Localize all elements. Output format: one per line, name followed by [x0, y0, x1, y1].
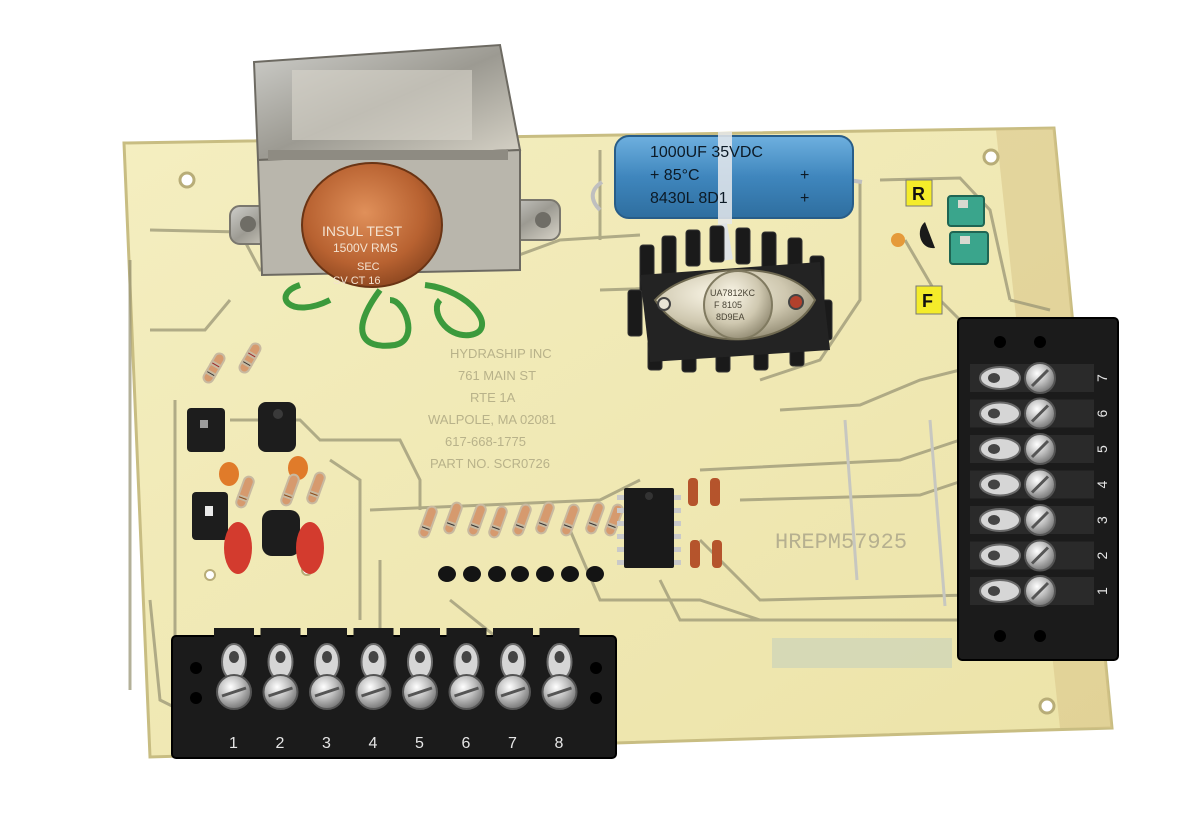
transformer-label: SEC — [357, 261, 380, 273]
terminal-screw — [493, 628, 533, 710]
terminal-number: 6 — [462, 735, 471, 752]
terminal-number: 5 — [415, 735, 424, 752]
terminal-number: 4 — [1094, 481, 1110, 489]
regulator-label: 8D9EA — [716, 312, 745, 322]
terminal-screw — [539, 628, 580, 710]
terminal-screw — [214, 628, 254, 710]
jumper-wire — [843, 419, 859, 581]
terminal-screw — [970, 433, 1094, 465]
mounting-hole — [982, 148, 1000, 166]
terminal-screw — [970, 539, 1094, 572]
regulator-label: F 8105 — [714, 300, 742, 310]
transistor — [187, 408, 225, 452]
terminal-number: 5 — [1094, 445, 1110, 453]
transistor — [919, 222, 935, 249]
ic-chip — [617, 488, 681, 568]
capacitor-polarity: + — [800, 190, 809, 207]
terminal-screw — [400, 628, 440, 710]
mounting-hole — [178, 171, 196, 189]
transformer: INSUL TEST 1500V RMS SEC SV CT 16 — [229, 43, 561, 349]
label-f: F — [915, 285, 943, 315]
board-sticker — [772, 638, 952, 668]
svg-text:R: R — [912, 184, 925, 204]
terminal-screw — [260, 628, 301, 710]
silkscreen-line: HYDRASHIP INC — [450, 346, 552, 361]
terminal-number: 4 — [369, 735, 378, 752]
terminal-screw — [353, 628, 394, 710]
terminal-number: 7 — [1094, 374, 1110, 382]
voltage-regulator: UA7812KC F 8105 8D9EA — [653, 269, 817, 341]
transformer-label: SV CT 16 — [333, 275, 381, 287]
terminal-number: 2 — [276, 735, 285, 752]
silkscreen-line: RTE 1A — [470, 390, 516, 405]
terminal-screw — [970, 575, 1094, 607]
regulator-label: UA7812KC — [710, 288, 756, 298]
silkscreen-text: HYDRASHIP INC 761 MAIN ST RTE 1A WALPOLE… — [428, 346, 556, 471]
jumper-wire — [928, 419, 947, 607]
board-part-number: HREPM57925 — [775, 530, 907, 555]
silkscreen-line: 761 MAIN ST — [458, 368, 536, 383]
capacitor-label: 8430L 8D1 — [650, 190, 728, 207]
bottom-terminal-block: 1 2 3 4 5 6 7 8 — [171, 628, 617, 759]
transistor — [258, 402, 296, 452]
terminal-screw — [446, 628, 487, 710]
svg-text:F: F — [922, 291, 933, 311]
ceramic-capacitor — [891, 233, 905, 247]
terminal-screw — [970, 504, 1094, 536]
electrolytic-capacitor: 1000UF 35VDC + 85°C 8430L 8D1 + + — [590, 132, 863, 261]
trim-potentiometer — [949, 231, 989, 265]
transformer-label: 1500V RMS — [333, 241, 398, 255]
terminal-screw — [970, 397, 1094, 430]
cable-tie — [718, 132, 732, 224]
terminal-number: 6 — [1094, 410, 1110, 418]
mounting-hole — [1038, 697, 1056, 715]
transistor — [262, 510, 300, 556]
terminal-number: 8 — [555, 735, 564, 752]
trim-potentiometer — [947, 195, 985, 227]
capacitor-label: 1000UF 35VDC — [650, 144, 763, 161]
terminal-number: 3 — [1094, 516, 1110, 524]
capacitor-label: + 85°C — [650, 167, 700, 184]
terminal-number: 1 — [1094, 587, 1110, 595]
silkscreen-line: WALPOLE, MA 02081 — [428, 412, 556, 427]
diode-row — [438, 566, 604, 582]
terminal-number: 2 — [1094, 552, 1110, 560]
terminal-number: 7 — [508, 735, 517, 752]
terminal-number: 1 — [229, 735, 238, 752]
label-r: R — [905, 179, 933, 207]
transformer-label: INSUL TEST — [322, 223, 403, 239]
terminal-screw — [970, 468, 1094, 501]
terminal-screw — [307, 628, 347, 710]
disc-capacitor — [224, 522, 324, 574]
silkscreen-line: 617-668-1775 — [445, 434, 526, 449]
terminal-number: 3 — [322, 735, 331, 752]
silkscreen-line: PART NO. SCR0726 — [430, 456, 550, 471]
right-terminal-block: 7 6 5 4 3 2 1 — [957, 317, 1119, 661]
transistor — [192, 492, 228, 540]
signal-diodes — [688, 478, 722, 568]
capacitor-polarity: + — [800, 167, 809, 184]
terminal-screw — [970, 362, 1094, 394]
resistor-array — [202, 342, 624, 539]
